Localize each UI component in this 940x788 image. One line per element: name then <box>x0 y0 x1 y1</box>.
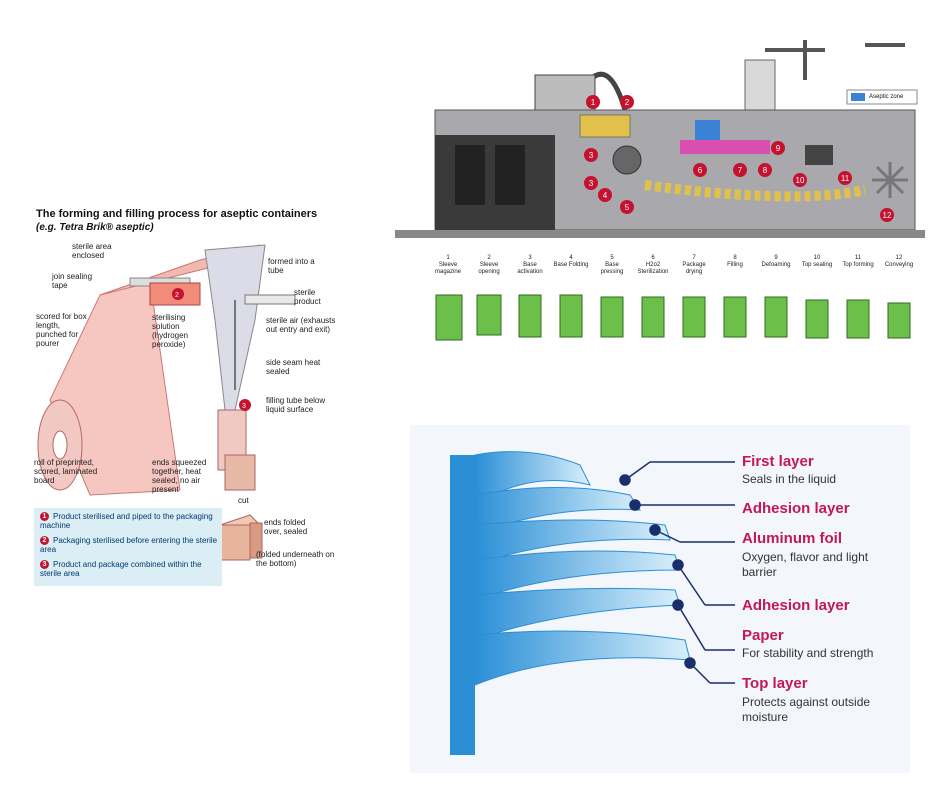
layer-title-adhesion-1: Adhesion layer <box>742 500 850 517</box>
layers-illustration <box>450 451 735 755</box>
label-ends-squeezed: ends squeezed together, heat sealed, no … <box>152 458 207 494</box>
label-filling-tube: filling tube below liquid surface <box>266 396 326 414</box>
machine-marker-6: 6 <box>693 163 707 177</box>
layer-desc-aluminum: Oxygen, flavor and light barrier <box>742 550 869 579</box>
svg-text:7: 7 <box>738 166 743 175</box>
legend-number: 3 <box>40 560 49 569</box>
svg-text:8: 8 <box>763 166 768 175</box>
label-roll: roll of preprinted, scored, laminated bo… <box>34 458 98 485</box>
label-sterile-air: sterile air (exhausts out entry and exit… <box>266 316 336 334</box>
svg-text:9: 9 <box>776 144 781 153</box>
layer-title-adhesion-2: Adhesion layer <box>742 597 850 614</box>
label-join-tape: join sealing tape <box>52 272 93 290</box>
legend-number: 1 <box>40 512 49 521</box>
layer-desc-top: Protects against outside moisture <box>742 695 871 724</box>
layer-title-first: First layer <box>742 453 814 470</box>
label-ends-folded: ends folded over, sealed <box>264 518 308 536</box>
svg-text:1: 1 <box>591 98 596 107</box>
page-subtitle: (e.g. Tetra Brik® aseptic) <box>36 222 154 233</box>
layer-title-paper: Paper <box>742 627 784 644</box>
svg-text:12: 12 <box>883 211 892 220</box>
svg-text:6: 6 <box>698 166 703 175</box>
step-packages <box>435 294 911 341</box>
aseptic-zone-legend: Aseptic zone <box>869 94 904 100</box>
svg-text:3: 3 <box>589 151 594 160</box>
label-scored: scored for box length, punched for poure… <box>36 312 87 348</box>
svg-text:3: 3 <box>242 403 246 410</box>
label-side-seam: side seam heat sealed <box>266 358 321 376</box>
layer-desc-paper: For stability and strength <box>742 646 874 660</box>
layer-title-top: Top layer <box>742 675 808 692</box>
machine-marker-4: 4 <box>598 188 612 202</box>
legend-text: Product and package combined within the … <box>40 560 202 578</box>
carton-layers-diagram: First layer Seals in the liquid Adhesion… <box>410 425 910 773</box>
forming-filling-diagram: 2 3 The forming and filling process for … <box>30 200 342 595</box>
machine-marker-9: 9 <box>771 141 785 155</box>
legend-text: Packaging sterilised before entering the… <box>40 536 218 554</box>
label-folded-under: (folded underneath on the bottom) <box>256 550 335 568</box>
machine-marker-12: 12 <box>880 208 894 222</box>
svg-text:3: 3 <box>589 179 594 188</box>
svg-text:11: 11 <box>841 174 850 183</box>
label-sterile-area: sterile area enclosed <box>72 242 112 260</box>
forming-illustration: 2 3 <box>37 244 296 561</box>
svg-text:5: 5 <box>625 203 630 212</box>
legend-number: 2 <box>40 536 49 545</box>
legend-text: Product sterilised and piped to the pack… <box>40 512 213 530</box>
svg-text:10: 10 <box>796 176 805 185</box>
label-sterilising: sterilising solution (hydrogen peroxide) <box>152 313 189 349</box>
machine-marker-2: 2 <box>620 95 634 109</box>
label-formed-tube: formed into a tube <box>268 257 315 275</box>
layer-desc-first: Seals in the liquid <box>742 472 837 486</box>
layer-title-aluminum: Aluminum foil <box>742 530 842 547</box>
machine-marker-8: 8 <box>758 163 772 177</box>
label-sterile-product: sterile product <box>294 288 321 306</box>
svg-text:2: 2 <box>625 98 630 107</box>
machine-marker-1: 1 <box>586 95 600 109</box>
page-title: The forming and filling process for asep… <box>36 208 318 220</box>
svg-text:4: 4 <box>603 191 608 200</box>
machine-marker-5: 5 <box>620 200 634 214</box>
machine-marker-7: 7 <box>733 163 747 177</box>
machine-marker-10: 10 <box>793 173 807 187</box>
svg-text:2: 2 <box>175 292 179 299</box>
machine-marker-3: 3 <box>584 176 598 190</box>
machine-marker-3: 3 <box>584 148 598 162</box>
label-cut: cut <box>238 496 249 505</box>
machine-marker-11: 11 <box>838 171 852 185</box>
